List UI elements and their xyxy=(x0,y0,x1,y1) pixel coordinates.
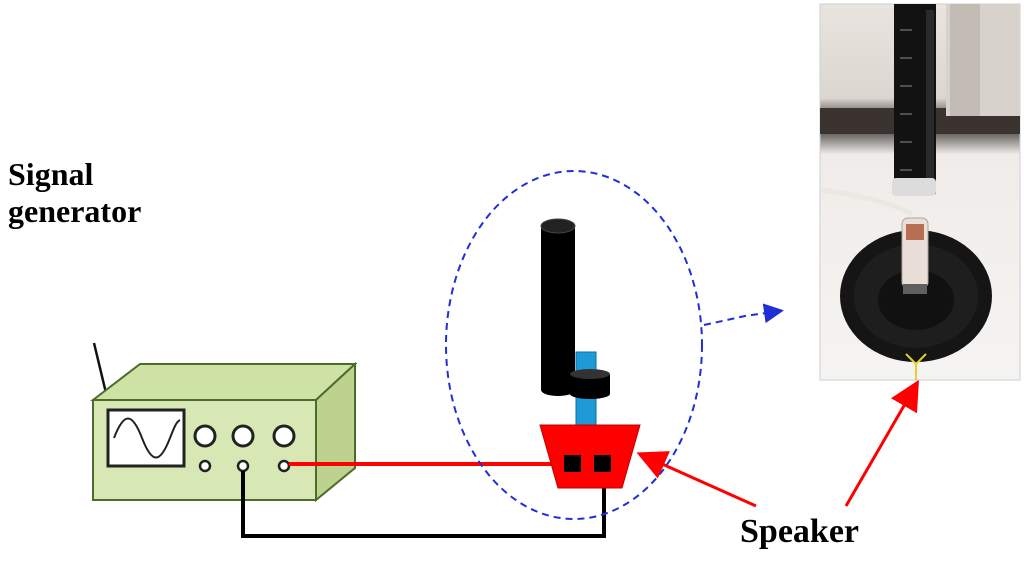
signal-generator-label-line1: Signal xyxy=(8,156,94,192)
terminal-icon xyxy=(277,459,291,473)
signal-generator-label-line2: generator xyxy=(8,192,142,229)
terminal-icon xyxy=(236,459,250,473)
signal-generator xyxy=(90,342,358,503)
speaker-arrow-photo xyxy=(844,379,920,507)
oscilloscope-sine-icon xyxy=(106,408,186,468)
speaker-icon xyxy=(539,424,641,489)
speaker-arrow-left xyxy=(636,451,757,508)
black-wire xyxy=(241,471,606,538)
knob-icon xyxy=(193,424,217,448)
generator-antenna xyxy=(92,342,108,394)
apparatus-photo xyxy=(819,3,1021,381)
knob-icon xyxy=(272,424,296,448)
tube-assembly xyxy=(540,218,610,433)
speaker-label: Speaker xyxy=(740,513,859,550)
terminal-icon xyxy=(198,459,212,473)
generator-top-face xyxy=(90,363,358,401)
knob-icon xyxy=(231,424,255,448)
signal-generator-label: Signal generator xyxy=(8,156,228,230)
zoom-ellipse xyxy=(445,170,703,520)
zoom-arrow xyxy=(703,303,784,326)
black-tube xyxy=(541,228,575,390)
